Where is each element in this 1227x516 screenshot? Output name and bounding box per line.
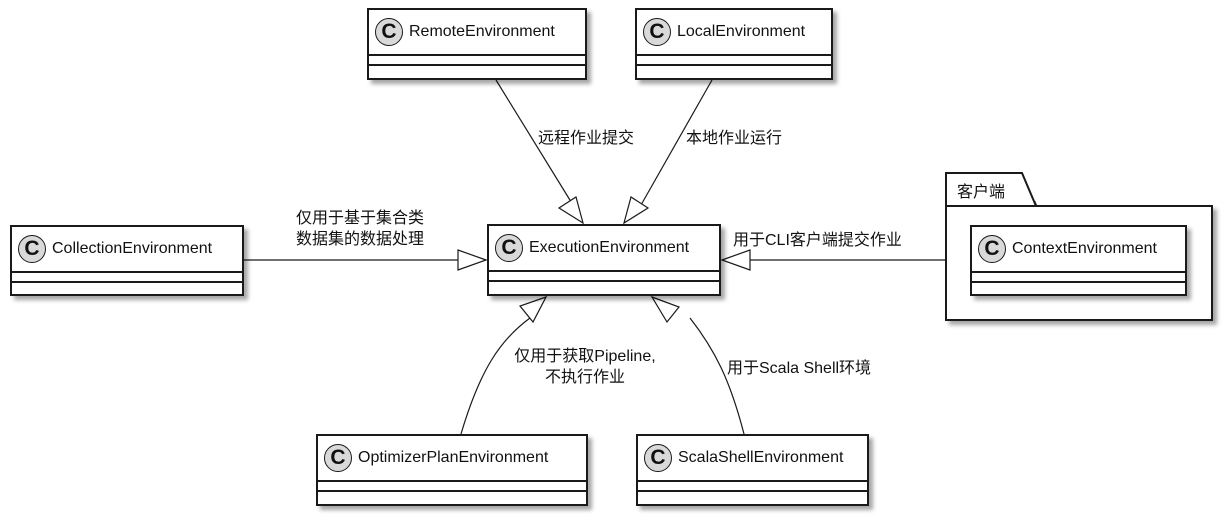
class-context-environment[interactable]: C ContextEnvironment [970, 225, 1187, 296]
inheritance-arrowhead [518, 295, 548, 324]
class-name: ScalaShellEnvironment [678, 449, 844, 466]
edge-local-execution [640, 79, 713, 206]
class-execution-environment[interactable]: C ExecutionEnvironment [487, 224, 721, 296]
class-stereotype-icon: C [324, 444, 352, 472]
class-collection-environment[interactable]: C CollectionEnvironment [10, 225, 244, 296]
attributes-compartment [638, 482, 867, 492]
edge-label-optimizer: 仅用于获取Pipeline, 不执行作业 [495, 346, 675, 388]
package-client-tab: 客户端 [945, 172, 1037, 205]
edge-label-collection: 仅用于基于集合类 数据集的数据处理 [270, 208, 450, 250]
class-stereotype-icon: C [495, 234, 523, 262]
class-stereotype-icon: C [643, 18, 671, 46]
edge-label-remote: 远程作业提交 [538, 130, 635, 147]
edge-label-line: 数据集的数据处理 [295, 231, 424, 248]
attributes-compartment [489, 272, 719, 282]
inheritance-arrowhead [557, 196, 584, 225]
edge-label-line: 仅用于基于集合类 [295, 210, 424, 227]
class-stereotype-icon: C [978, 235, 1006, 263]
package-client-label: 客户端 [957, 184, 1006, 201]
class-name: RemoteEnvironment [409, 23, 555, 40]
attributes-compartment [369, 56, 585, 66]
class-optimizer-plan-environment[interactable]: C OptimizerPlanEnvironment [316, 434, 588, 506]
inheritance-arrowhead [457, 249, 488, 271]
edge-scalashell-execution [689, 317, 745, 435]
class-stereotype-icon: C [18, 235, 46, 263]
class-local-environment[interactable]: C LocalEnvironment [635, 8, 833, 80]
edge-label-context: 用于CLI客户端提交作业 [733, 232, 902, 249]
class-remote-environment[interactable]: C RemoteEnvironment [367, 8, 587, 80]
inheritance-arrowhead [720, 249, 751, 271]
class-name: ContextEnvironment [1012, 240, 1157, 257]
edge-label-line: 仅用于获取Pipeline, [514, 348, 656, 365]
class-name: LocalEnvironment [677, 23, 806, 40]
class-name: ExecutionEnvironment [529, 239, 690, 256]
edge-label-line: 不执行作业 [544, 369, 625, 386]
edge-optimizer-execution [460, 317, 531, 435]
inheritance-arrowhead [623, 196, 650, 225]
attributes-compartment [637, 56, 831, 66]
attributes-compartment [318, 482, 586, 492]
attributes-compartment [972, 273, 1185, 283]
edge-remote-execution [495, 79, 574, 206]
edge-label-scalashell: 用于Scala Shell环境 [727, 360, 872, 377]
attributes-compartment [12, 273, 242, 283]
package-tab-outline [945, 172, 1037, 207]
edge-label-local: 本地作业运行 [686, 130, 783, 147]
class-scalashell-environment[interactable]: C ScalaShellEnvironment [636, 434, 869, 506]
inheritance-arrowhead [650, 295, 680, 324]
class-name: OptimizerPlanEnvironment [358, 449, 549, 466]
class-stereotype-icon: C [644, 444, 672, 472]
class-stereotype-icon: C [375, 18, 403, 46]
class-name: CollectionEnvironment [52, 240, 213, 257]
